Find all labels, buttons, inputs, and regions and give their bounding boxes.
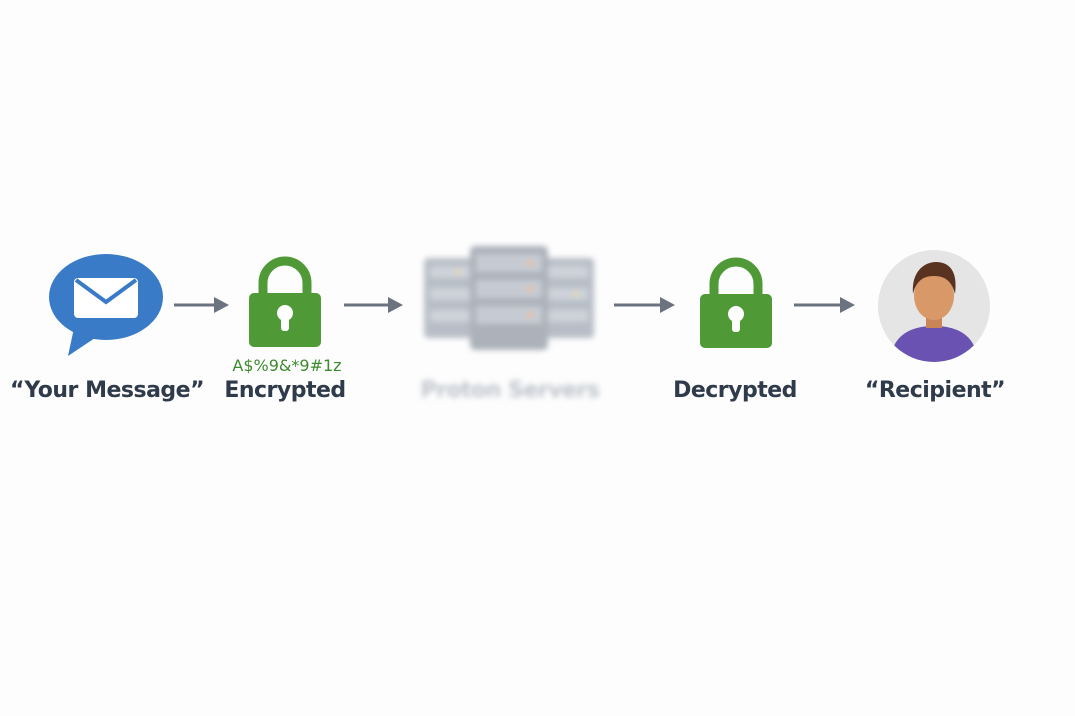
arrow-right-icon [174,296,230,314]
arrow-right-icon [614,296,676,314]
step-label-recipient: “Recipient” [864,378,1006,403]
lock-icon [245,255,325,349]
step-label-encrypted: Encrypted [224,378,346,403]
arrow-right-icon [794,296,856,314]
step-label-proton-servers: Proton Servers [420,378,600,403]
lock-icon [696,256,776,350]
step-label-decrypted: Decrypted [673,378,797,403]
message-bubble-icon [46,252,166,358]
server-rack-icon [418,244,600,360]
ciphertext-sample: A$%9&*9#1z [232,356,342,375]
person-avatar-icon [878,250,990,362]
arrow-right-icon [344,296,404,314]
step-label-your-message: “Your Message” [10,378,205,403]
